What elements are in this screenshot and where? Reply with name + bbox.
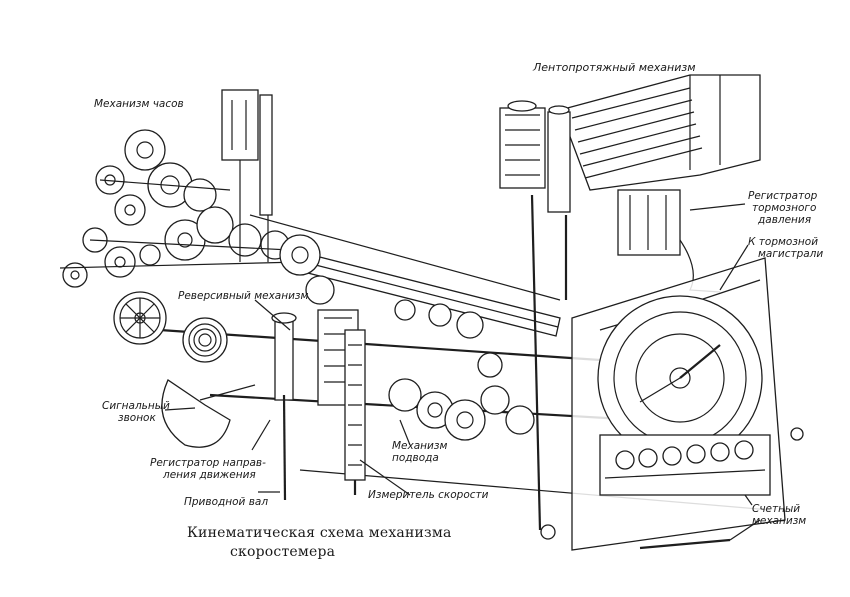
label-reverse-mechanism: Реверсивный механизм [178,290,309,302]
label-to-brake-line-2: магистрали [758,248,824,260]
brake-registrar-box [617,189,721,293]
label-feed-mechanism-1: Механизм [392,440,448,452]
label-counter-mechanism-1: Счетный [752,503,801,515]
signal-bell [161,379,256,448]
label-to-brake-line-1: К тормозной [748,236,819,248]
clock-gear-train [59,129,301,288]
label-feed-mechanism-2: подвода [392,452,439,464]
caption-line-1: Кинематическая схема механизма [187,525,452,541]
label-clock-mechanism: Механизм часов [94,98,184,110]
bottom-linkage [639,519,761,550]
label-signal-bell-1: Сигнальный [102,400,170,412]
tape-drive-housing [499,74,761,213]
label-direction-registrar-2: ления движения [163,469,256,481]
label-counter-mechanism-2: механизм [752,515,807,527]
label-drive-shaft: Приводной вал [184,496,269,508]
label-brake-registrar-3: давления [758,214,812,226]
label-brake-registrar-1: Регистратор [748,190,818,202]
reverse-mechanism [271,312,297,501]
spoked-wheel [113,291,167,345]
tape-vertical-shafts [530,194,568,540]
label-signal-bell-2: звонок [118,412,156,424]
label-direction-registrar-1: Регистратор направ- [150,457,266,469]
speed-dial [597,295,763,461]
caption-line-2: скоростемера [230,544,336,560]
clock-housing [221,89,273,262]
label-tape-drive: Лентопротяжный механизм [533,61,696,74]
leader-lines [164,203,753,506]
speed-meter-assembly [317,309,366,495]
feed-mechanism-gears [279,234,535,441]
label-brake-registrar-2: тормозного [752,202,817,214]
counter-mechanism [599,427,804,496]
spiral-spring [182,317,228,363]
label-speed-meter: Измеритель скорости [368,489,489,501]
